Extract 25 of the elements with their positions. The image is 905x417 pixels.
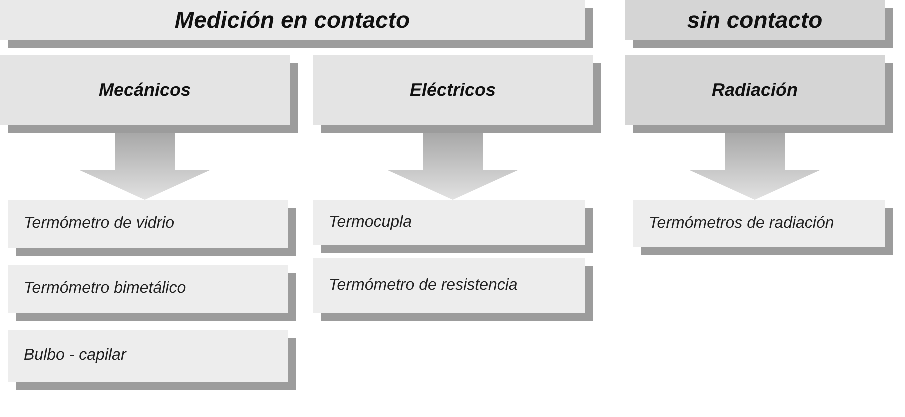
item-box (8, 265, 288, 313)
box-label: Termómetros de radiación (649, 214, 834, 232)
box-label: Eléctricos (410, 80, 496, 100)
item-box (8, 200, 288, 248)
box-label: sin contacto (687, 6, 823, 34)
box-label: Medición en contacto (174, 6, 410, 34)
box-label: Radiación (712, 80, 798, 100)
item-box (313, 258, 585, 313)
block-arrow (387, 133, 519, 200)
box-label: Termómetro de vidrio (24, 215, 175, 233)
item-box (633, 200, 885, 247)
heading-box (625, 0, 885, 40)
box-label: Termómetro de resistencia (329, 276, 518, 294)
category-box (0, 55, 290, 125)
category-box (625, 55, 885, 125)
category-box (313, 55, 593, 125)
block-arrow (79, 133, 211, 200)
item-box (8, 330, 288, 382)
box-label: Mecánicos (98, 80, 192, 100)
item-box (313, 200, 585, 245)
heading-box (0, 0, 585, 40)
box-label: Termocupla (329, 214, 412, 232)
box-label: Termómetro bimetálico (24, 280, 186, 298)
box-label: Bulbo - capilar (24, 347, 126, 365)
block-arrow (689, 133, 821, 200)
